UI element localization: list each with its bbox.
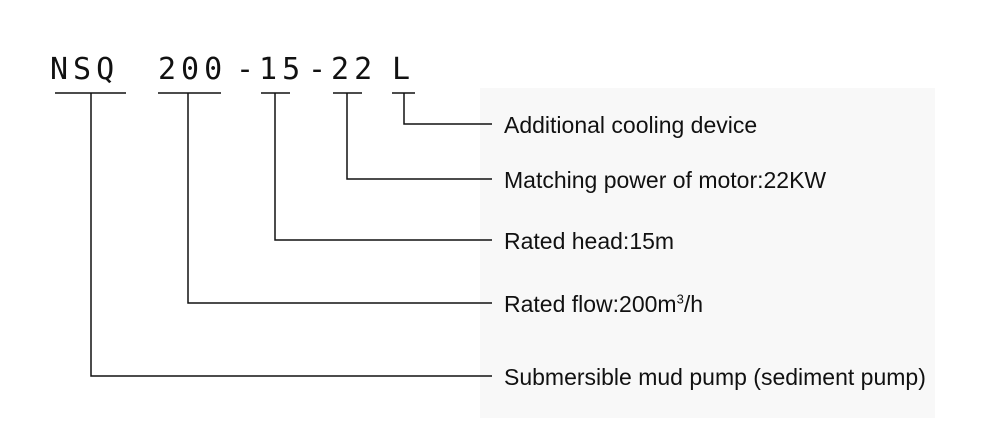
code-series: NSQ: [50, 52, 120, 87]
code-flow: 200: [158, 52, 228, 87]
label-power: Matching power of motor:22KW: [504, 167, 827, 193]
label-background: [480, 88, 935, 418]
label-cooling: Additional cooling device: [504, 112, 758, 138]
code-head: -15: [236, 52, 306, 87]
label-head: Rated head:15m: [504, 228, 675, 254]
connector-cooling: [403, 93, 492, 125]
connector-type: [90, 93, 492, 377]
label-flow-prefix: Rated flow:200m: [504, 291, 677, 317]
code-power: -22: [308, 52, 378, 87]
code-suffix: L: [392, 52, 416, 87]
label-flow-suffix: /h: [683, 291, 704, 317]
label-flow-sup: 3: [676, 291, 684, 307]
connector-power: [346, 93, 492, 180]
label-flow: Rated flow:200m3/h: [504, 290, 703, 318]
connector-flow: [187, 93, 492, 304]
label-type: Submersible mud pump (sediment pump): [504, 364, 926, 390]
connector-head: [274, 93, 492, 241]
